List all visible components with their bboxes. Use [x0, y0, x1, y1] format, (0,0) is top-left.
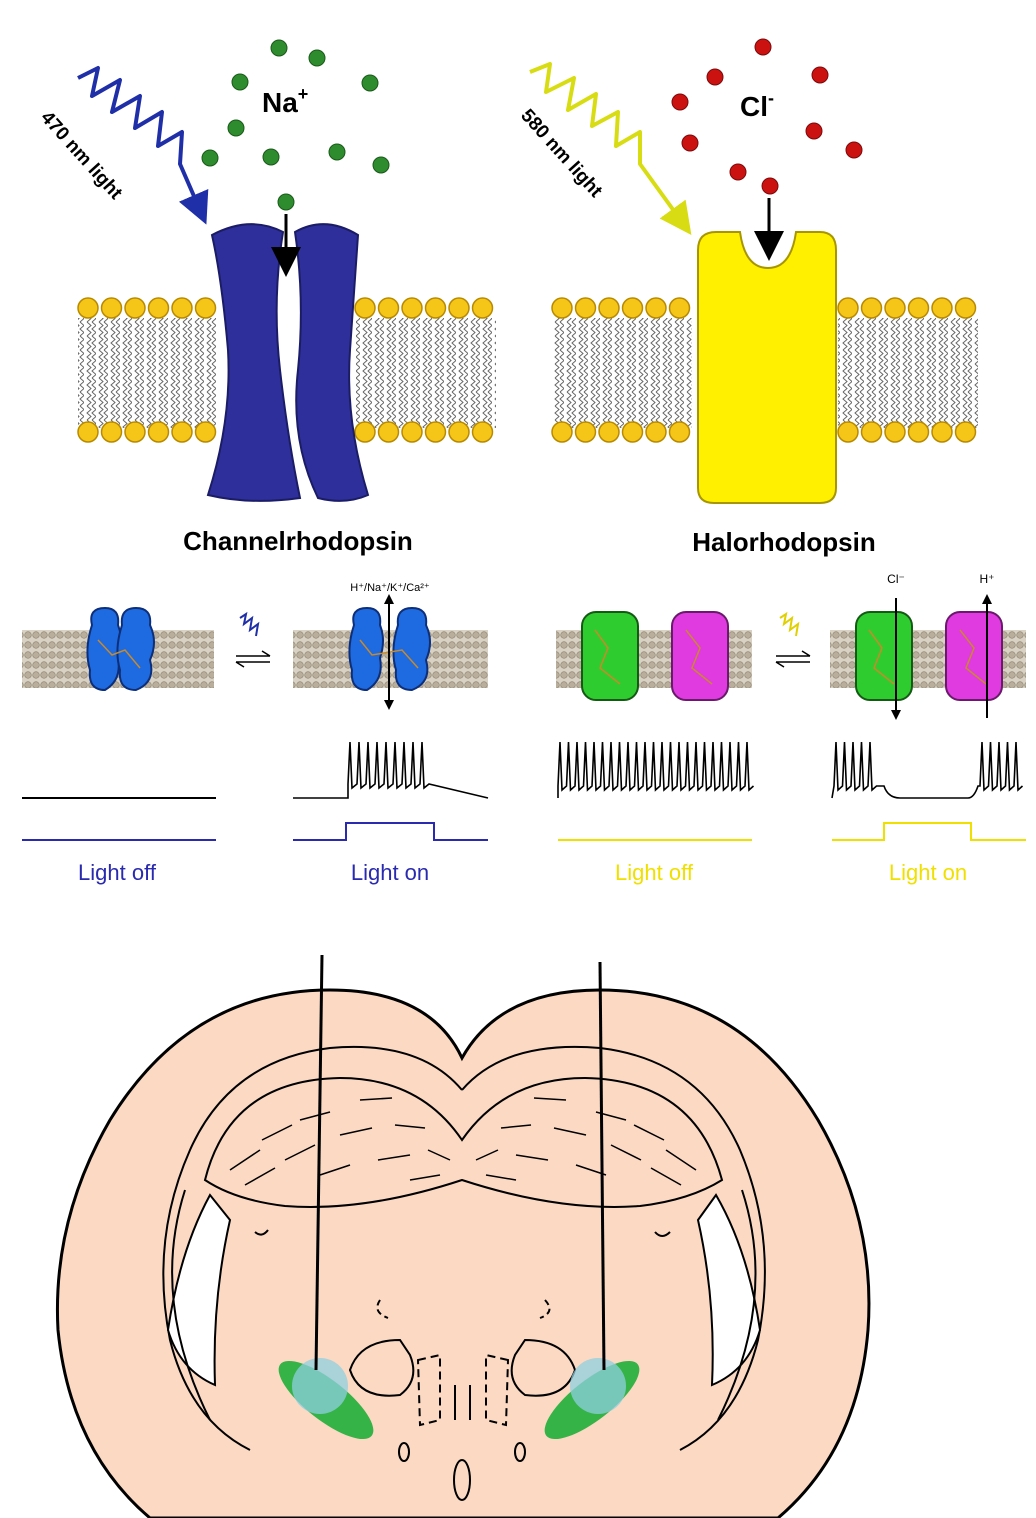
nphr-chloride-label: Cl⁻ [887, 572, 905, 586]
chr-light-off-label: Light off [78, 860, 157, 885]
chr-light-on-label: Light on [351, 860, 429, 885]
membrane-chr-on [293, 630, 488, 688]
chr-open-icon [349, 594, 430, 710]
lipid-head [932, 298, 952, 318]
lipid-head [449, 298, 469, 318]
chr-on-trace [293, 742, 488, 798]
channelrhodopsin-left-half [208, 224, 300, 501]
lipid-head [599, 422, 619, 442]
lipid-head [402, 422, 422, 442]
lipid-head [78, 298, 98, 318]
chr-states: H⁺/Na⁺/K⁺/Ca²⁺ Light off Light on [22, 582, 488, 885]
lipid-head [102, 422, 122, 442]
chr-light-icon [240, 614, 258, 636]
nphr-off-trace [558, 742, 754, 798]
lipid-head [125, 422, 145, 442]
lipid-head [646, 298, 666, 318]
lipid-head [599, 298, 619, 318]
lipid-head [885, 298, 905, 318]
lipid-head [623, 298, 643, 318]
nphr-states: Cl⁻ H⁺ Light off Light on [556, 572, 1026, 885]
lipid-head [885, 422, 905, 442]
lipid-head [379, 422, 399, 442]
nphr-light-off-label: Light off [615, 860, 694, 885]
chr-closed-icon [87, 608, 154, 690]
blue-light-wave-icon [78, 68, 200, 210]
lipid-head [862, 422, 882, 442]
lipid-head [78, 422, 98, 442]
lipid-head [862, 298, 882, 318]
lipid-head [838, 422, 858, 442]
right-fiber-light-spot [570, 1358, 626, 1414]
lipid-head [402, 298, 422, 318]
lipid-head [576, 422, 596, 442]
nphr-on-light-trace [832, 823, 1026, 840]
lipid-head [379, 298, 399, 318]
left-fiber-light-spot [292, 1358, 348, 1414]
brain-outline [57, 990, 869, 1518]
nphr-proton-label: H⁺ [980, 572, 995, 586]
brain-coronal-section [57, 955, 869, 1518]
chr-ions-label: H⁺/Na⁺/K⁺/Ca²⁺ [350, 582, 430, 594]
membrane-left-of-chr [78, 318, 496, 428]
halorhodopsin-title: Halorhodopsin [692, 527, 875, 557]
chloride-label: Cl- [740, 88, 774, 122]
lipid-head [196, 298, 216, 318]
chr-on-light-trace [293, 823, 488, 840]
lipid-head [552, 422, 572, 442]
nphr-proton-pump-on [946, 612, 1002, 700]
nphr-equilibrium-arrows [776, 651, 810, 667]
lipid-head [355, 422, 375, 442]
lipid-head [449, 422, 469, 442]
lipid-head [473, 298, 493, 318]
lipid-head [355, 298, 375, 318]
lipid-head [909, 298, 929, 318]
lipid-head [956, 422, 976, 442]
sodium-label: Na+ [262, 84, 308, 118]
lipid-head [670, 298, 690, 318]
lipid-head [576, 298, 596, 318]
lipid-head [149, 298, 169, 318]
nphr-halorhodopsin-off [582, 612, 638, 700]
lipid-head [149, 422, 169, 442]
lipid-head [552, 298, 572, 318]
nphr-halorhodopsin-on [856, 612, 912, 700]
blue-light-label: 470 nm light [36, 107, 126, 204]
nphr-on-trace [832, 742, 1023, 798]
halorhodopsin-pump [698, 232, 836, 503]
halorhodopsin-panel: Cl- 580 nm light Halorhodopsin [516, 39, 978, 557]
channelrhodopsin-panel: Na+ 470 nm light Channelrhodopsin [36, 40, 496, 556]
lipid-head [172, 298, 192, 318]
lipid-head [426, 298, 446, 318]
sodium-ions [202, 40, 389, 210]
lipid-head [102, 298, 122, 318]
nphr-proton-pump-off [672, 612, 728, 700]
lipid-head [125, 298, 145, 318]
lipid-head [956, 298, 976, 318]
lipid-head [172, 422, 192, 442]
lipid-head [909, 422, 929, 442]
lipid-head [932, 422, 952, 442]
lipid-head [646, 422, 666, 442]
lipid-head [623, 422, 643, 442]
nphr-light-on-label: Light on [889, 860, 967, 885]
lipid-head [838, 298, 858, 318]
lipid-head [670, 422, 690, 442]
nphr-light-icon [780, 614, 798, 636]
chr-equilibrium-arrows [236, 651, 270, 667]
lipid-head [473, 422, 493, 442]
lipid-head [426, 422, 446, 442]
lipid-head [196, 422, 216, 442]
channelrhodopsin-title: Channelrhodopsin [183, 526, 413, 556]
